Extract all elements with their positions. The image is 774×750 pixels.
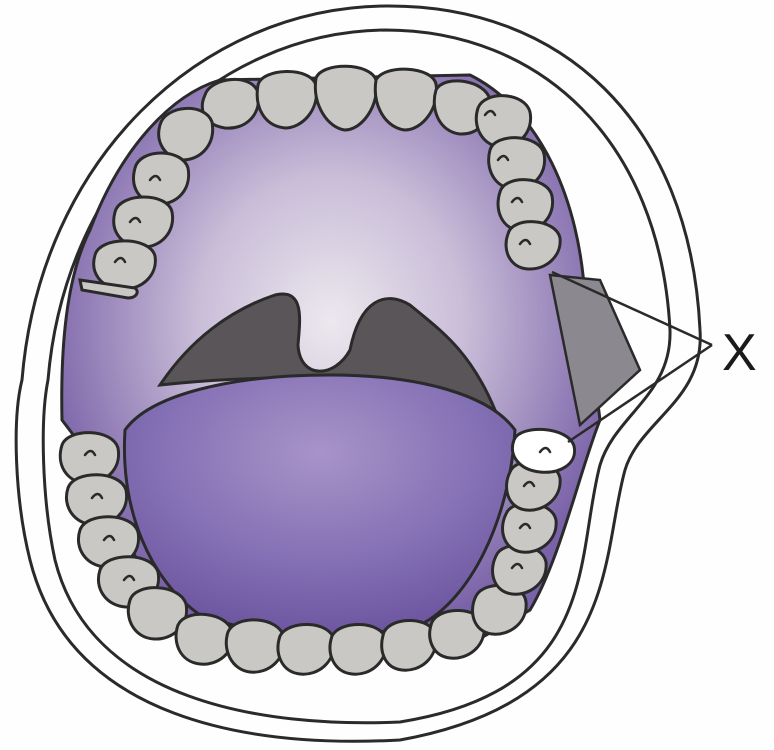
upper-tooth: [94, 241, 156, 289]
upper-tooth: [506, 222, 560, 269]
lower-tooth: [226, 620, 284, 672]
lower-tooth: [176, 614, 233, 664]
lower-tooth: [278, 624, 334, 674]
label-x: X: [722, 324, 757, 382]
lower-tooth: [382, 620, 436, 670]
highlighted-tooth: [512, 429, 574, 472]
lower-tooth: [330, 624, 386, 674]
